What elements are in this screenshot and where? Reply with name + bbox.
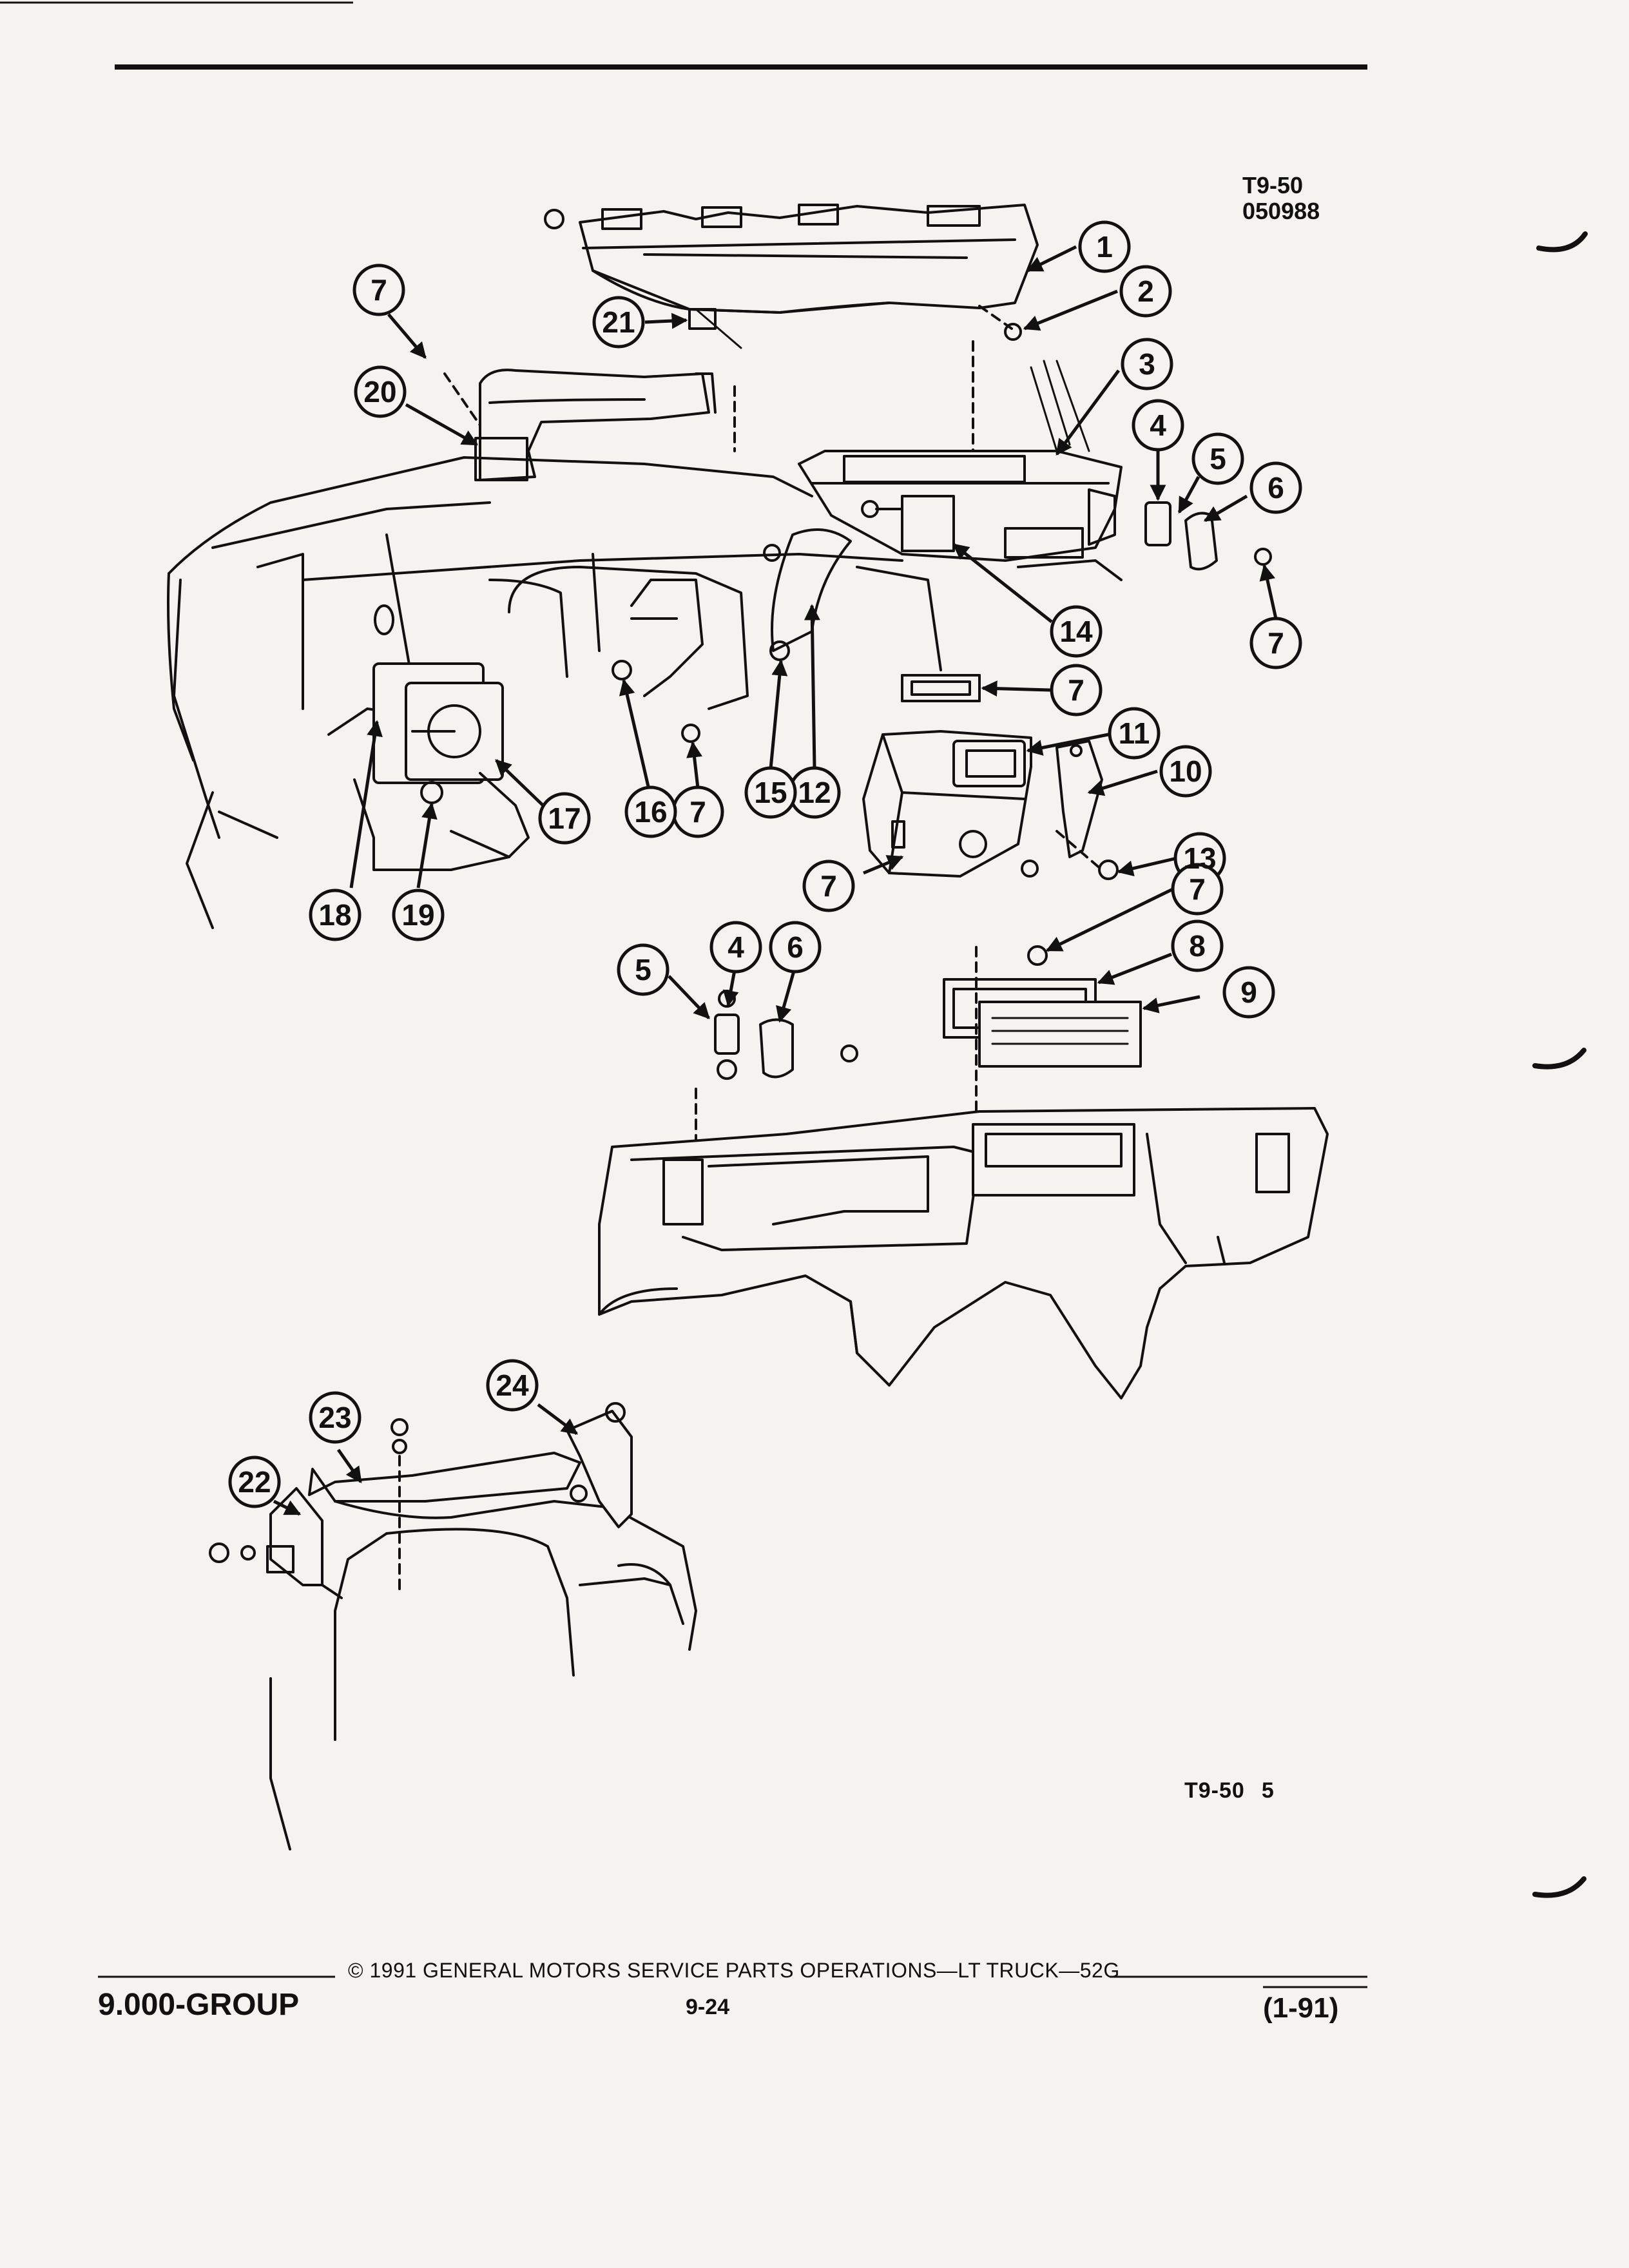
center-air-duct <box>798 450 1123 562</box>
callout-label: 7 <box>1268 626 1284 660</box>
callout-10 <box>1159 745 1212 798</box>
callout-7 <box>352 264 405 316</box>
line-art <box>167 204 1329 1850</box>
figure-ref-code: T9-50 <box>1184 1778 1245 1803</box>
copyright-notice: © 1991 GENERAL MOTORS SERVICE PARTS OPER… <box>348 1959 1120 1982</box>
callout-label: 22 <box>238 1465 271 1499</box>
callout-6 <box>1249 461 1302 514</box>
callout-label: 7 <box>820 869 837 903</box>
callout-label: 9 <box>1240 975 1257 1009</box>
callout-label: 5 <box>635 953 651 986</box>
callout-17 <box>538 792 591 845</box>
callout-23 <box>309 1391 361 1444</box>
callout-label: 15 <box>754 776 787 809</box>
callout-label: 6 <box>787 930 804 964</box>
callout-label: 5 <box>1210 442 1226 476</box>
side-vent-duct <box>474 369 717 481</box>
callout-label: 7 <box>371 273 387 307</box>
figure-ref-number: 5 <box>1261 1778 1275 1803</box>
callout-11 <box>1108 707 1161 760</box>
callout-15 <box>744 766 797 819</box>
callout-label: 3 <box>1139 347 1155 381</box>
callout-label: 14 <box>1059 615 1093 648</box>
callout-label: 19 <box>401 898 434 932</box>
defroster-duct <box>544 204 1039 349</box>
callout-7 <box>1171 863 1224 916</box>
binder-marks <box>1532 231 1588 1898</box>
callout-1 <box>1078 220 1131 273</box>
callout-14 <box>1050 605 1103 658</box>
callout-label: 16 <box>634 795 667 829</box>
callout-7 <box>1249 617 1302 669</box>
callout-label: 6 <box>1268 471 1284 505</box>
lower-bracket-inset <box>209 1402 697 1850</box>
callout-label: 7 <box>1189 872 1206 906</box>
callout-21 <box>592 296 645 349</box>
heater-module-case <box>862 730 1032 878</box>
callout-label: 17 <box>548 802 581 835</box>
callout-5 <box>1191 432 1244 485</box>
callout-20 <box>354 365 407 418</box>
callout-19 <box>392 889 445 941</box>
callout-label: 2 <box>1137 274 1154 308</box>
callout-4 <box>1132 399 1184 452</box>
callout-7 <box>1050 664 1103 716</box>
callout-label: 4 <box>728 930 744 964</box>
callout-8 <box>1171 919 1224 972</box>
callout-6 <box>769 921 822 974</box>
instrument-panel-carrier <box>167 360 1123 929</box>
leader-lines <box>273 245 1278 1516</box>
figure-reference: T9-50 5 <box>1184 1778 1275 1803</box>
callout-7 <box>802 860 855 912</box>
callout-label: 10 <box>1169 754 1202 788</box>
callout-label: 23 <box>318 1401 351 1434</box>
callout-9 <box>1222 966 1275 1019</box>
callout-label: 1 <box>1096 230 1113 264</box>
callout-4 <box>709 921 762 974</box>
callout-label: 7 <box>1068 673 1084 707</box>
page-number: 9-24 <box>686 1995 730 2019</box>
group-label: 9.000-GROUP <box>98 1988 300 2022</box>
callout-label: 11 <box>1119 716 1150 750</box>
callout-5 <box>617 943 670 996</box>
callout-18 <box>309 889 361 941</box>
callout-2 <box>1119 265 1172 318</box>
callout-label: 21 <box>602 305 635 339</box>
callout-label: 20 <box>363 375 396 408</box>
callout-label: 7 <box>689 795 706 829</box>
figure-id: T9-50 <box>1242 172 1304 198</box>
callout-label: 18 <box>318 898 351 932</box>
callout-16 <box>624 785 677 838</box>
callout-label: 8 <box>1189 929 1206 963</box>
callout-label: 12 <box>798 776 831 809</box>
callout-22 <box>228 1456 281 1508</box>
instrument-panel-pad <box>598 1107 1329 1399</box>
callout-label: 13 <box>1183 841 1216 875</box>
callout-24 <box>486 1359 539 1412</box>
figure-date: 050988 <box>1242 198 1320 224</box>
callout-bubbles <box>228 220 1302 1508</box>
callout-label: 24 <box>496 1369 529 1402</box>
revision-date: (1-91) <box>1263 1992 1339 2024</box>
callout-label: 4 <box>1150 408 1166 442</box>
callout-3 <box>1121 338 1173 390</box>
